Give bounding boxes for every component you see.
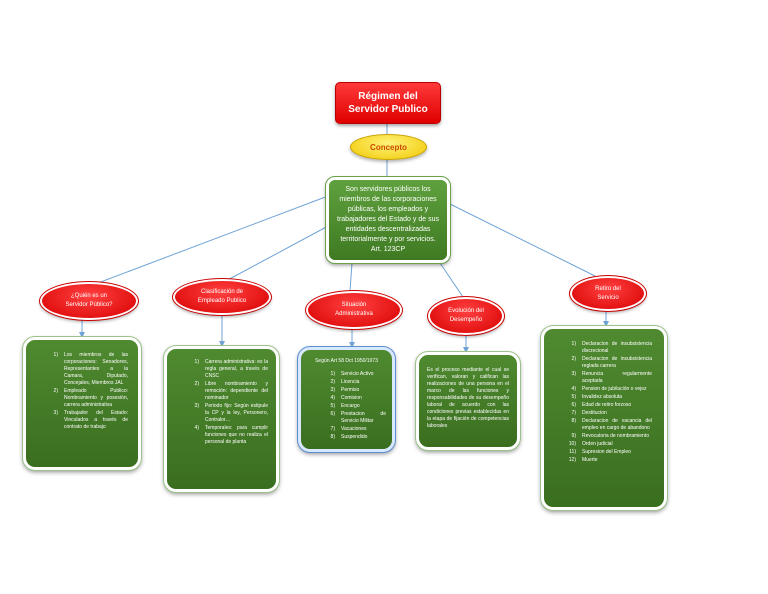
box-retiro: 1)Declaracion de insubsistencia discreci… — [540, 325, 668, 511]
list-item: 10)Orden judicial — [568, 441, 613, 447]
list-item: 8)Suspendido — [330, 434, 368, 440]
list-item: 2)Declaracion de insubsistencia reglada … — [571, 356, 652, 369]
branch-evolucion: Evolución del Desempeño — [427, 296, 505, 336]
list-item: 6)Edad de retiro forzoso — [571, 402, 632, 408]
box-situacion: Según Art 58 Dct 1950/1973 1)Servicio Ac… — [297, 346, 396, 453]
list-item: 1)Carrera administrativa: es la regla ge… — [194, 359, 268, 379]
box-text: Es el proceso mediante el cual se verifi… — [427, 367, 509, 429]
list-item: 5)Encargo — [330, 403, 360, 409]
branch-clasificacion: Clasificación de Empleado Publico — [172, 278, 272, 316]
line-def-branch4 — [439, 262, 464, 298]
list-item: 4)Pension de jubilación o vejez — [571, 386, 647, 392]
list-item: 7)Vacaciones — [330, 426, 367, 432]
branch-situacion: Situación Administrativa — [305, 290, 403, 330]
line-def-branch5 — [449, 203, 596, 277]
list-item: 3)Permiso — [330, 387, 360, 393]
box-clasificacion: 1)Carrera administrativa: es la regla ge… — [163, 345, 280, 493]
list-item: 8)Declaracion de vacancia del empleo en … — [571, 418, 652, 431]
list-item: 12)Muerte — [568, 457, 598, 463]
definition-box: Son servidores públicos los miembros de … — [325, 176, 451, 264]
branch-retiro: Retiro del Servicio — [569, 275, 647, 312]
line-def-branch2 — [221, 224, 331, 284]
branch-quien-es: ¿Quién es un Servidor Público? — [39, 281, 139, 321]
list-item: 9)Revocatoria de nombramiento — [571, 433, 649, 439]
list-item: 3)Renuncia regularmente aceptada — [571, 371, 652, 384]
list-item: 1)Servicio Activo — [330, 371, 374, 377]
list-item: 6)Prestacion de Servicio Militar — [330, 411, 386, 424]
list-item: 1)Los miembros de las corporaciones: Sen… — [53, 352, 128, 386]
list-item: 4)Temporales: para cumplir funciones que… — [194, 425, 268, 445]
list-item: 1)Declaracion de insubsistencia discreci… — [571, 341, 652, 354]
list-item: 4)Comision — [330, 395, 362, 401]
box-evolucion: Es el proceso mediante el cual se verifi… — [415, 351, 521, 451]
list-item: 11)Supresion del Empleo — [569, 449, 631, 455]
list-item: 2)Empleado Publico: Nombramiento y poses… — [53, 388, 128, 408]
definition-text: Son servidores públicos los miembros de … — [337, 186, 439, 253]
list-item: 3)Periodo fijo: Según estipule la CP y l… — [194, 403, 268, 423]
list-item: 5)Invalidez absoluta — [571, 394, 623, 400]
title-node: Régimen del Servidor Publico — [335, 82, 441, 124]
list-item: 2)Libre nombramiento y remoción: dependi… — [194, 381, 268, 401]
line-def-branch3 — [349, 262, 353, 292]
line-def-branch1 — [97, 195, 329, 284]
box-quien-es: 1)Los miembros de las corporaciones: Sen… — [22, 336, 142, 471]
list-item: 7)Destitucion — [571, 410, 607, 416]
list-item: 3)Trabajador del Estado: Vinculados a tr… — [53, 410, 128, 430]
list-item: 2)Licencia — [330, 379, 360, 385]
concept-node: Concepto — [350, 134, 427, 160]
box-header: Según Art 58 Dct 1950/1973 — [315, 358, 378, 364]
